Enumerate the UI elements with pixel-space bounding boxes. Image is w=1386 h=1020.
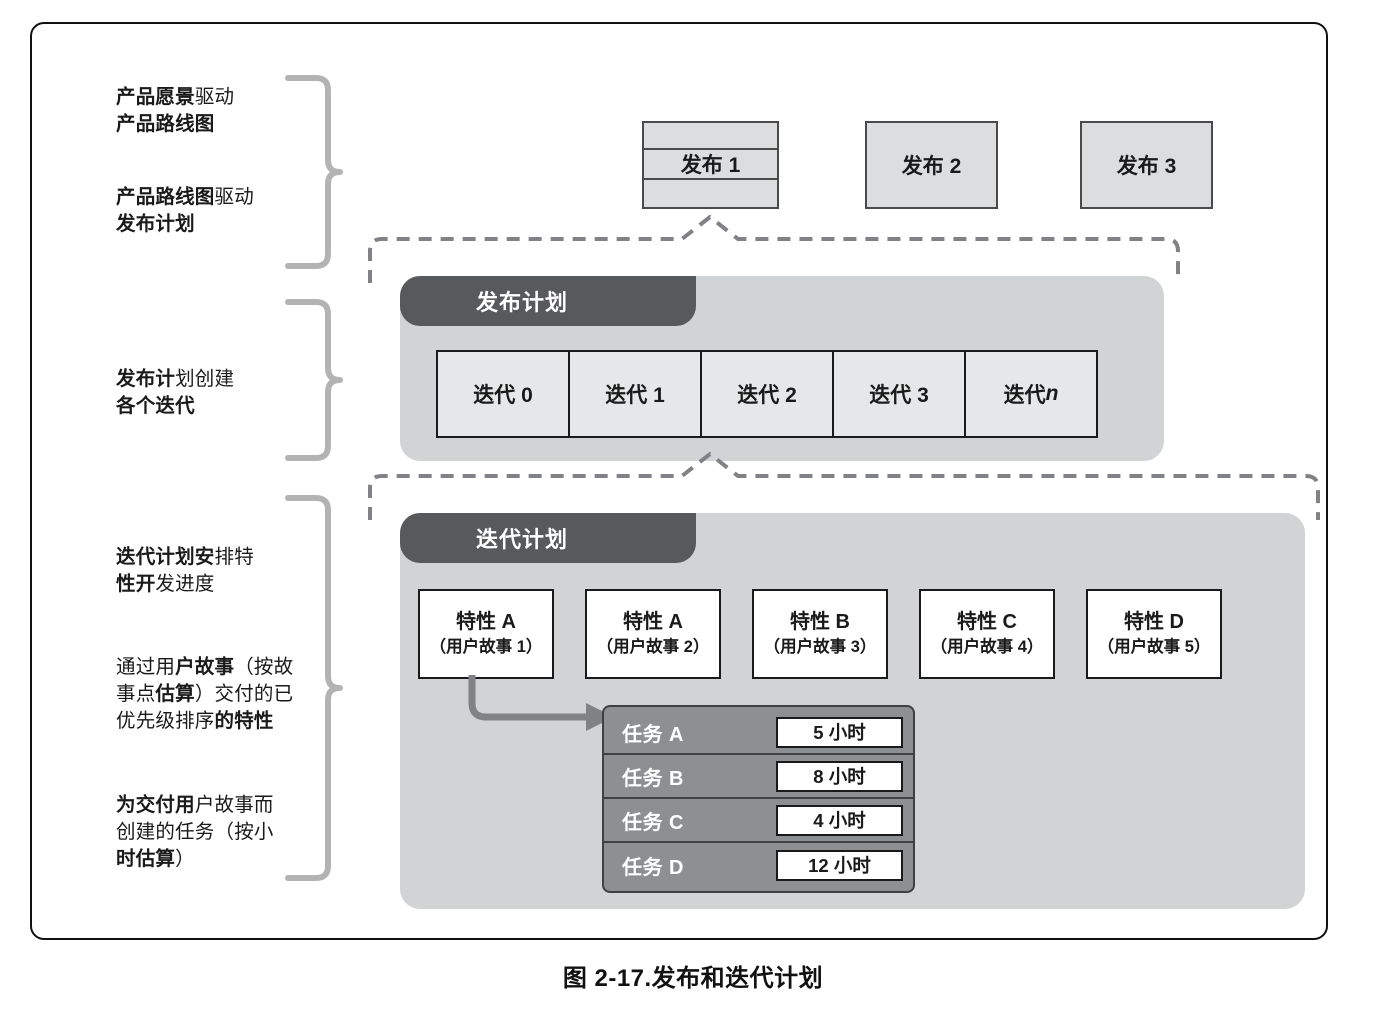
figure-frame: 产品愿景驱动产品路线图 产品路线图驱动发布计划 发布计划创建各个迭代 迭代计划安…: [30, 22, 1328, 940]
release-box-3[interactable]: 发布 3: [1080, 121, 1213, 209]
feature-3-name: 特性 B: [790, 610, 850, 633]
feature-2-name: 特性 A: [623, 610, 683, 633]
annotation-vision-drives-roadmap: 产品愿景驱动产品路线图: [116, 84, 234, 138]
task-a-label: 任务 A: [622, 723, 684, 746]
task-d-label: 任务 D: [622, 856, 684, 879]
iteration-3-label: 迭代 3: [869, 384, 929, 407]
annotation-line: 为交付用户故事而: [116, 794, 274, 816]
iteration-cell-2[interactable]: 迭代 2: [700, 350, 834, 438]
feature-box-4[interactable]: 特性 C （用户故事 4）: [919, 589, 1055, 679]
feature-4-story: （用户故事 4）: [930, 637, 1044, 656]
annotation-line: 各个迭代: [116, 394, 195, 417]
task-c-estimate: 4 小时: [776, 804, 903, 836]
annotation-line: 发布计划: [116, 212, 195, 235]
annotation-line: 事点估算）交付的已: [116, 682, 294, 705]
iteration-1-label: 迭代 1: [605, 384, 665, 407]
task-a-estimate: 5 小时: [776, 716, 903, 748]
feature-4-name: 特性 C: [957, 610, 1017, 633]
task-b-label: 任务 B: [622, 767, 684, 790]
brace-release-creates-iterations: [282, 296, 352, 464]
annotation-line: 产品路线图驱动: [116, 186, 254, 208]
annotation-line: 通过用户故事（按故: [116, 656, 294, 678]
release-1-segment-top: [644, 123, 777, 150]
annotation-line: 性开发进度: [116, 572, 215, 595]
iteration-n-label: 迭代: [1003, 384, 1046, 407]
release-plan-panel: 发布计划 迭代 0 迭代 1 迭代 2 迭代 3 迭代 n: [400, 276, 1164, 461]
task-row-b[interactable]: 任务 B 8 小时: [604, 755, 913, 799]
annotation-line: 产品路线图: [116, 112, 215, 135]
feature-1-story: （用户故事 1）: [429, 637, 543, 656]
annotation-roadmap-drives-release-plan: 产品路线图驱动发布计划: [116, 184, 254, 238]
annotation-user-stories-prioritized-features: 通过用户故事（按故事点估算）交付的已优先级排序的特性: [116, 654, 293, 735]
feature-5-story: （用户故事 5）: [1097, 637, 1211, 656]
iteration-cell-1[interactable]: 迭代 1: [568, 350, 702, 438]
release-1-label: 发布 1: [644, 150, 777, 180]
annotation-tasks-for-user-stories: 为交付用户故事而创建的任务（按小时估算）: [116, 792, 274, 873]
feature-list: 特性 A （用户故事 1） 特性 A （用户故事 2） 特性 B （用户故事 3…: [418, 589, 1222, 679]
task-block: 任务 A 5 小时 任务 B 8 小时 任务 C 4 小时 任务 D 12 小时: [602, 705, 915, 893]
feature-3-story: （用户故事 3）: [763, 637, 877, 656]
feature-5-name: 特性 D: [1124, 610, 1184, 633]
task-c-label: 任务 C: [622, 811, 684, 834]
annotation-line: 产品愿景驱动: [116, 86, 235, 108]
feature-box-3[interactable]: 特性 B （用户故事 3）: [752, 589, 888, 679]
annotation-line: 迭代计划安排特: [116, 546, 254, 568]
feature-1-name: 特性 A: [456, 610, 516, 633]
feature-box-5[interactable]: 特性 D （用户故事 5）: [1086, 589, 1222, 679]
iteration-2-label: 迭代 2: [737, 384, 797, 407]
annotation-line: 优先级排序的特性: [116, 709, 274, 732]
iteration-plan-title: 迭代计划: [400, 513, 696, 563]
annotation-iteration-plan-schedules-features: 迭代计划安排特性开发进度: [116, 544, 254, 598]
task-b-estimate: 8 小时: [776, 760, 903, 792]
feature-2-story: （用户故事 2）: [596, 637, 710, 656]
iteration-cell-3[interactable]: 迭代 3: [832, 350, 966, 438]
feature-box-2[interactable]: 特性 A （用户故事 2）: [585, 589, 721, 679]
task-row-a[interactable]: 任务 A 5 小时: [604, 711, 913, 755]
iteration-n-suffix: n: [1045, 382, 1059, 405]
task-d-estimate: 12 小时: [776, 849, 903, 881]
annotation-release-plan-creates-iterations: 发布计划创建各个迭代: [116, 366, 234, 420]
iteration-cell-n[interactable]: 迭代 n: [964, 350, 1098, 438]
iteration-cell-0[interactable]: 迭代 0: [436, 350, 570, 438]
release-box-2[interactable]: 发布 2: [865, 121, 998, 209]
arrow-feature-to-tasks: [462, 673, 622, 735]
brace-vision-roadmap: [282, 72, 352, 272]
task-row-c[interactable]: 任务 C 4 小时: [604, 799, 913, 843]
release-box-1[interactable]: 发布 1: [642, 121, 779, 209]
figure-caption: 图 2-17.发布和迭代计划: [562, 965, 824, 992]
release-plan-title: 发布计划: [400, 276, 696, 326]
iteration-0-label: 迭代 0: [473, 384, 533, 407]
task-row-d[interactable]: 任务 D 12 小时: [604, 843, 913, 887]
iteration-list: 迭代 0 迭代 1 迭代 2 迭代 3 迭代 n: [436, 350, 1098, 438]
release-1-segment-bottom: [644, 180, 777, 205]
annotation-line: 创建的任务（按小: [116, 820, 274, 843]
feature-box-1[interactable]: 特性 A （用户故事 1）: [418, 589, 554, 679]
iteration-plan-panel: 迭代计划 特性 A （用户故事 1） 特性 A （用户故事 2） 特性 B （用…: [400, 513, 1305, 909]
annotation-line: 时估算）: [116, 847, 195, 870]
annotation-line: 发布计划创建: [116, 368, 235, 390]
brace-iteration-plan-scope: [282, 492, 352, 884]
